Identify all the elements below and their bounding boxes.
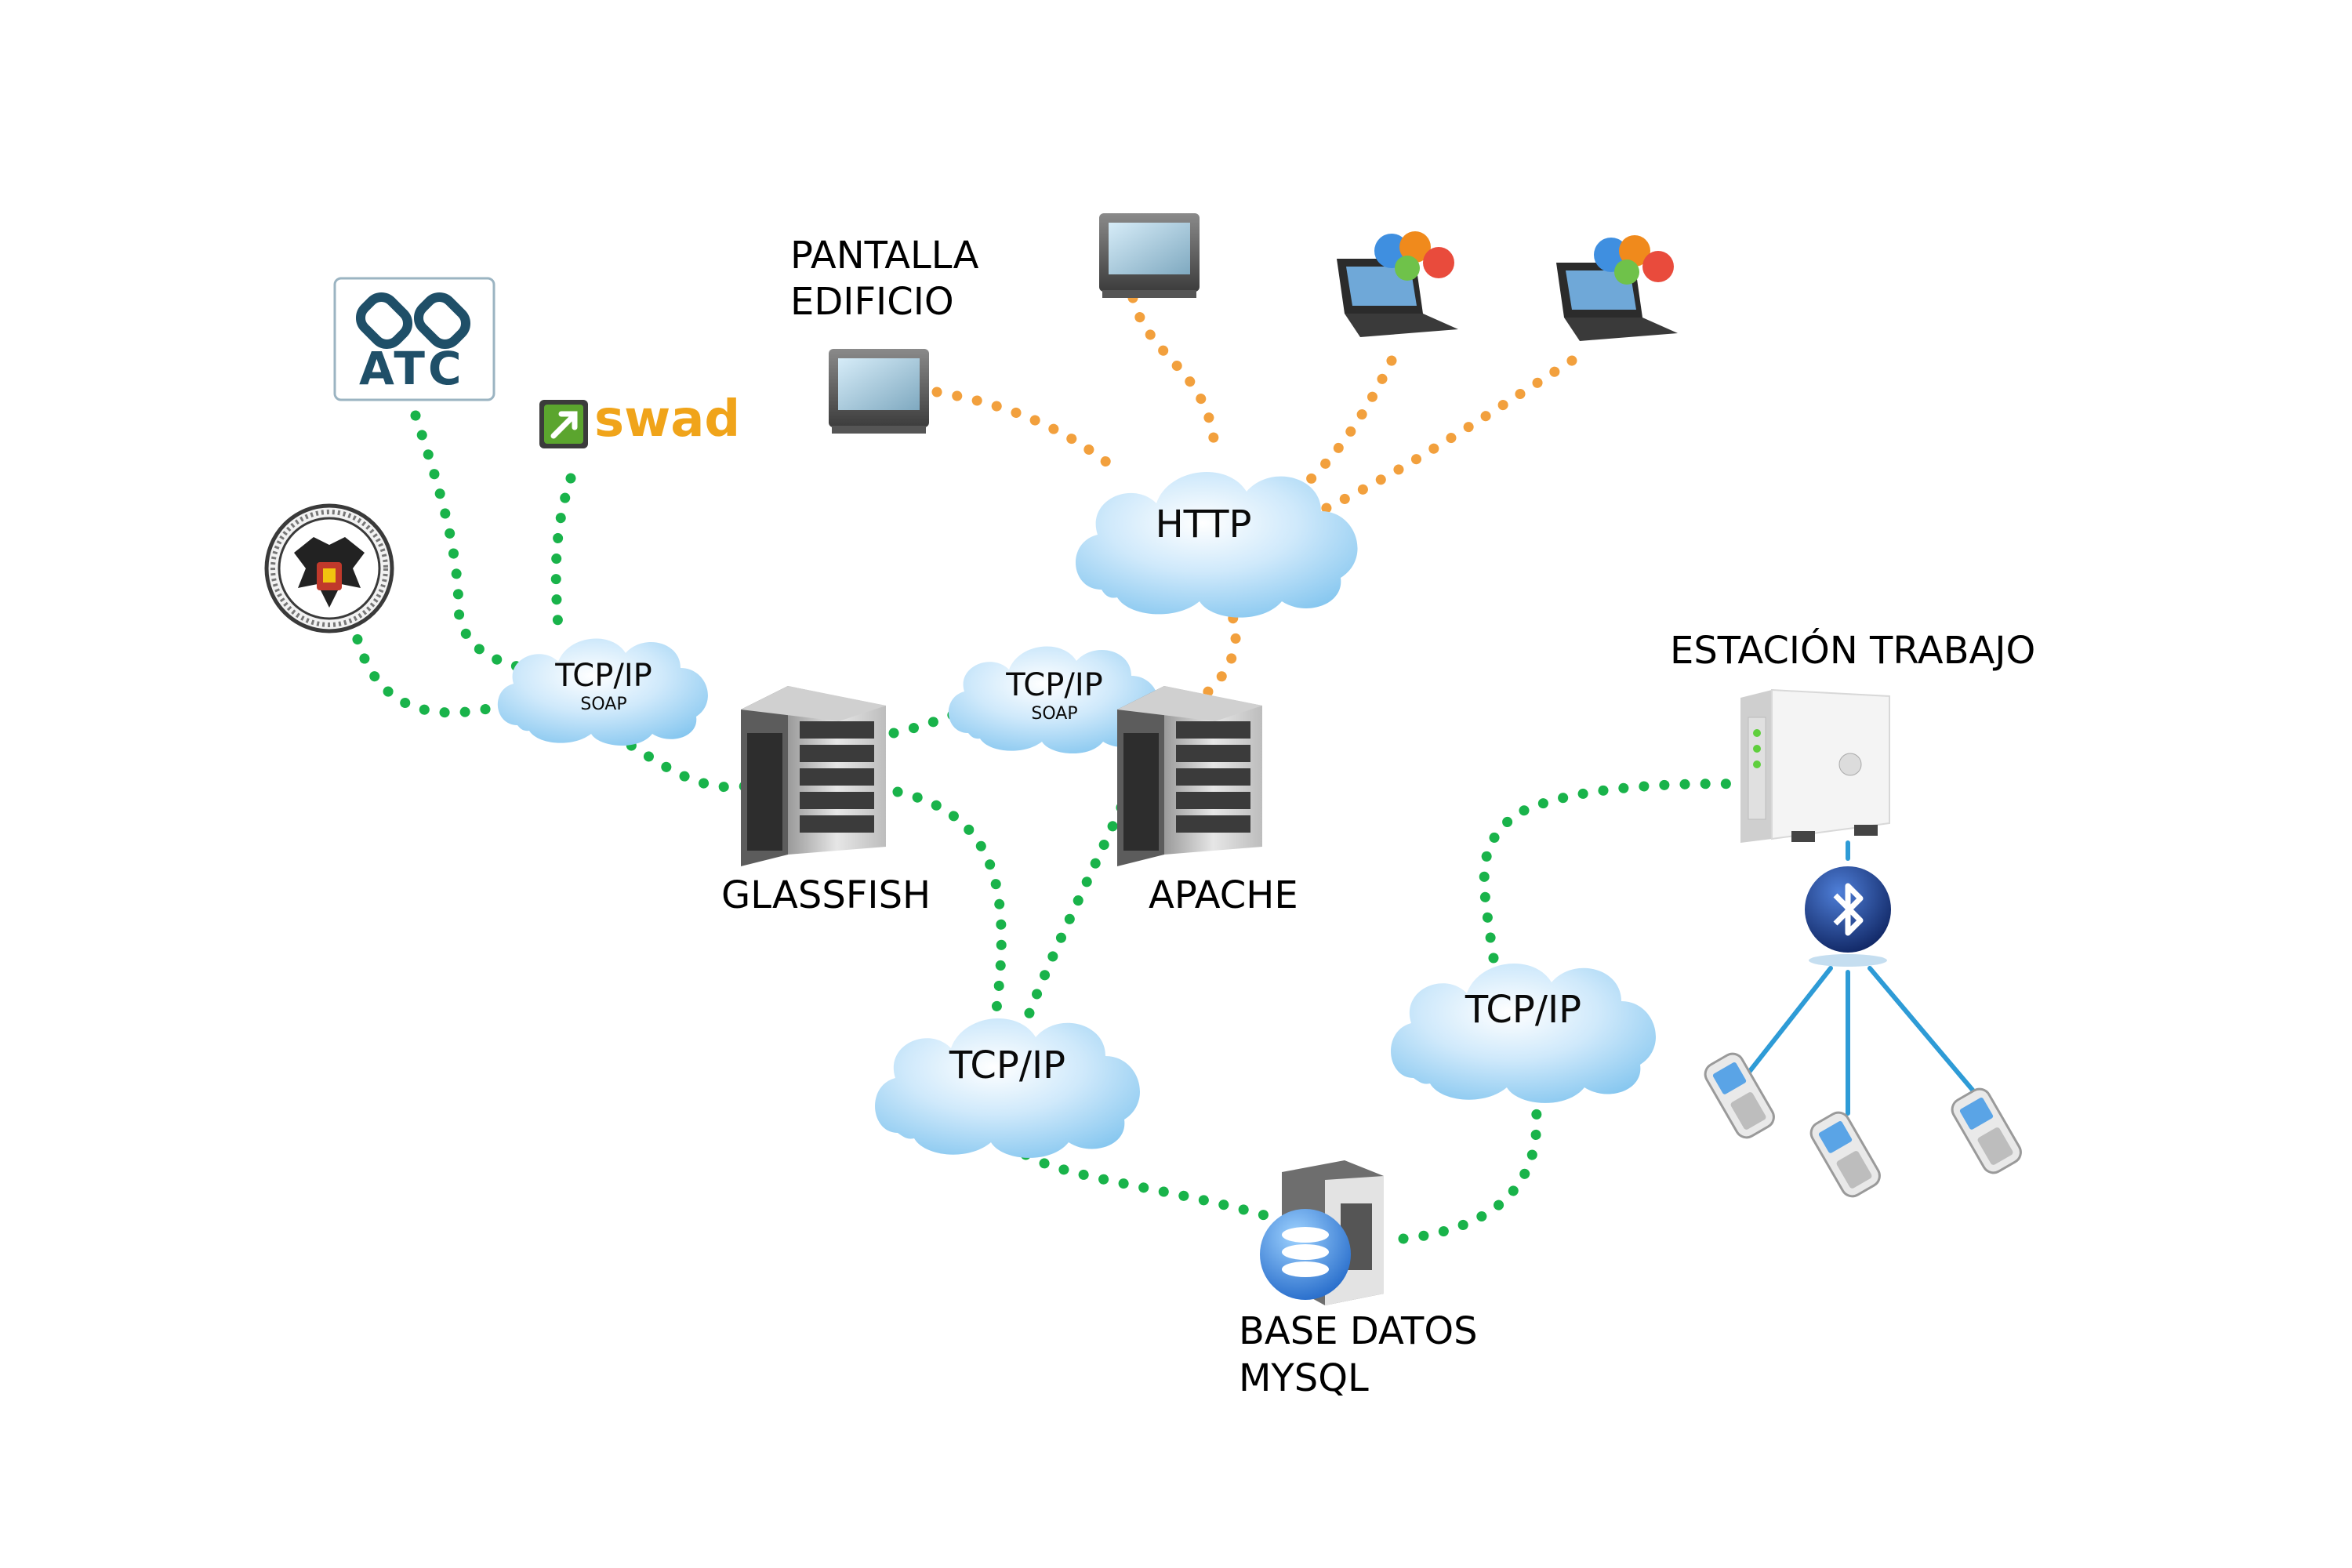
cloud-tcpip-soap-left-sublabel: SOAP bbox=[580, 695, 627, 714]
pantalla-tv-icon bbox=[829, 349, 929, 434]
swad-logo bbox=[539, 400, 588, 448]
glassfish-server-icon bbox=[741, 686, 886, 866]
bluetooth-icon bbox=[1805, 866, 1891, 967]
cloud-tcpip-soap-left bbox=[497, 638, 708, 746]
link-glassfish-to-tcpip-bottom bbox=[892, 786, 1007, 1021]
bluetooth-links bbox=[1742, 840, 1978, 1116]
mysql-database-icon bbox=[1260, 1160, 1384, 1305]
link-bt-to-phone1 bbox=[1742, 966, 1833, 1080]
cloud-http-label: HTTP bbox=[1155, 503, 1252, 546]
workstation-label: ESTACIÓN TRABAJO bbox=[1670, 629, 2036, 673]
cloud-tcpip-soap-mid bbox=[948, 646, 1159, 754]
cloud-tcpip-soap-left-label: TCP/IP bbox=[555, 658, 652, 694]
glassfish-label: GLASSFISH bbox=[721, 873, 931, 917]
mobile-phone-icon-3 bbox=[1951, 1087, 2022, 1174]
cloud-tcpip-right bbox=[1391, 964, 1657, 1103]
cloud-tcpip-right-label: TCP/IP bbox=[1465, 988, 1582, 1032]
link-laptop2-to-http bbox=[1292, 355, 1577, 527]
cloud-tcpip-soap-mid-sublabel: SOAP bbox=[1031, 704, 1078, 724]
apache-label: APACHE bbox=[1149, 873, 1298, 917]
tv-icon bbox=[1099, 213, 1200, 298]
mobile-phone-icon-1 bbox=[1704, 1052, 1775, 1139]
link-tv-to-http bbox=[1127, 292, 1221, 460]
link-bt-to-phone3 bbox=[1867, 966, 1978, 1096]
laptop-browser-icon-1 bbox=[1337, 231, 1458, 337]
pantalla-label-line2: EDIFICIO bbox=[790, 280, 954, 324]
link-swad-to-tcpip-soap-left bbox=[550, 473, 576, 633]
atc-logo-text: ATC bbox=[359, 342, 465, 395]
cloud-tcpip-soap-mid-label: TCP/IP bbox=[1006, 667, 1103, 703]
link-mysql-to-tcpip-right bbox=[1398, 1092, 1542, 1244]
cloud-tcpip-bottom-label: TCP/IP bbox=[949, 1044, 1066, 1087]
mysql-label-line2: MYSQL bbox=[1239, 1356, 1369, 1400]
pantalla-label-line1: PANTALLA bbox=[790, 234, 979, 278]
cloud-tcpip-bottom bbox=[875, 1018, 1141, 1158]
laptop-browser-icon-2 bbox=[1556, 235, 1678, 341]
cloud-http bbox=[1075, 471, 1358, 618]
mobile-phone-icon-2 bbox=[1809, 1111, 1881, 1198]
swad-logo-text: swad bbox=[594, 390, 741, 448]
link-pantalla-to-http bbox=[931, 387, 1123, 476]
atc-logo bbox=[333, 277, 495, 401]
apache-server-icon bbox=[1117, 686, 1262, 866]
link-apache-to-tcpip-bottom bbox=[1022, 802, 1127, 1025]
link-atc-to-tcpip-soap-left bbox=[410, 410, 523, 672]
mysql-label-line1: BASE DATOS bbox=[1239, 1309, 1478, 1353]
link-tcpip-right-to-workstation bbox=[1479, 779, 1750, 964]
ugr-seal-icon bbox=[264, 503, 394, 633]
link-ugr-to-tcpip-soap-left bbox=[347, 614, 507, 718]
workstation-icon bbox=[1740, 688, 1890, 843]
link-laptop1-to-http bbox=[1280, 355, 1397, 507]
